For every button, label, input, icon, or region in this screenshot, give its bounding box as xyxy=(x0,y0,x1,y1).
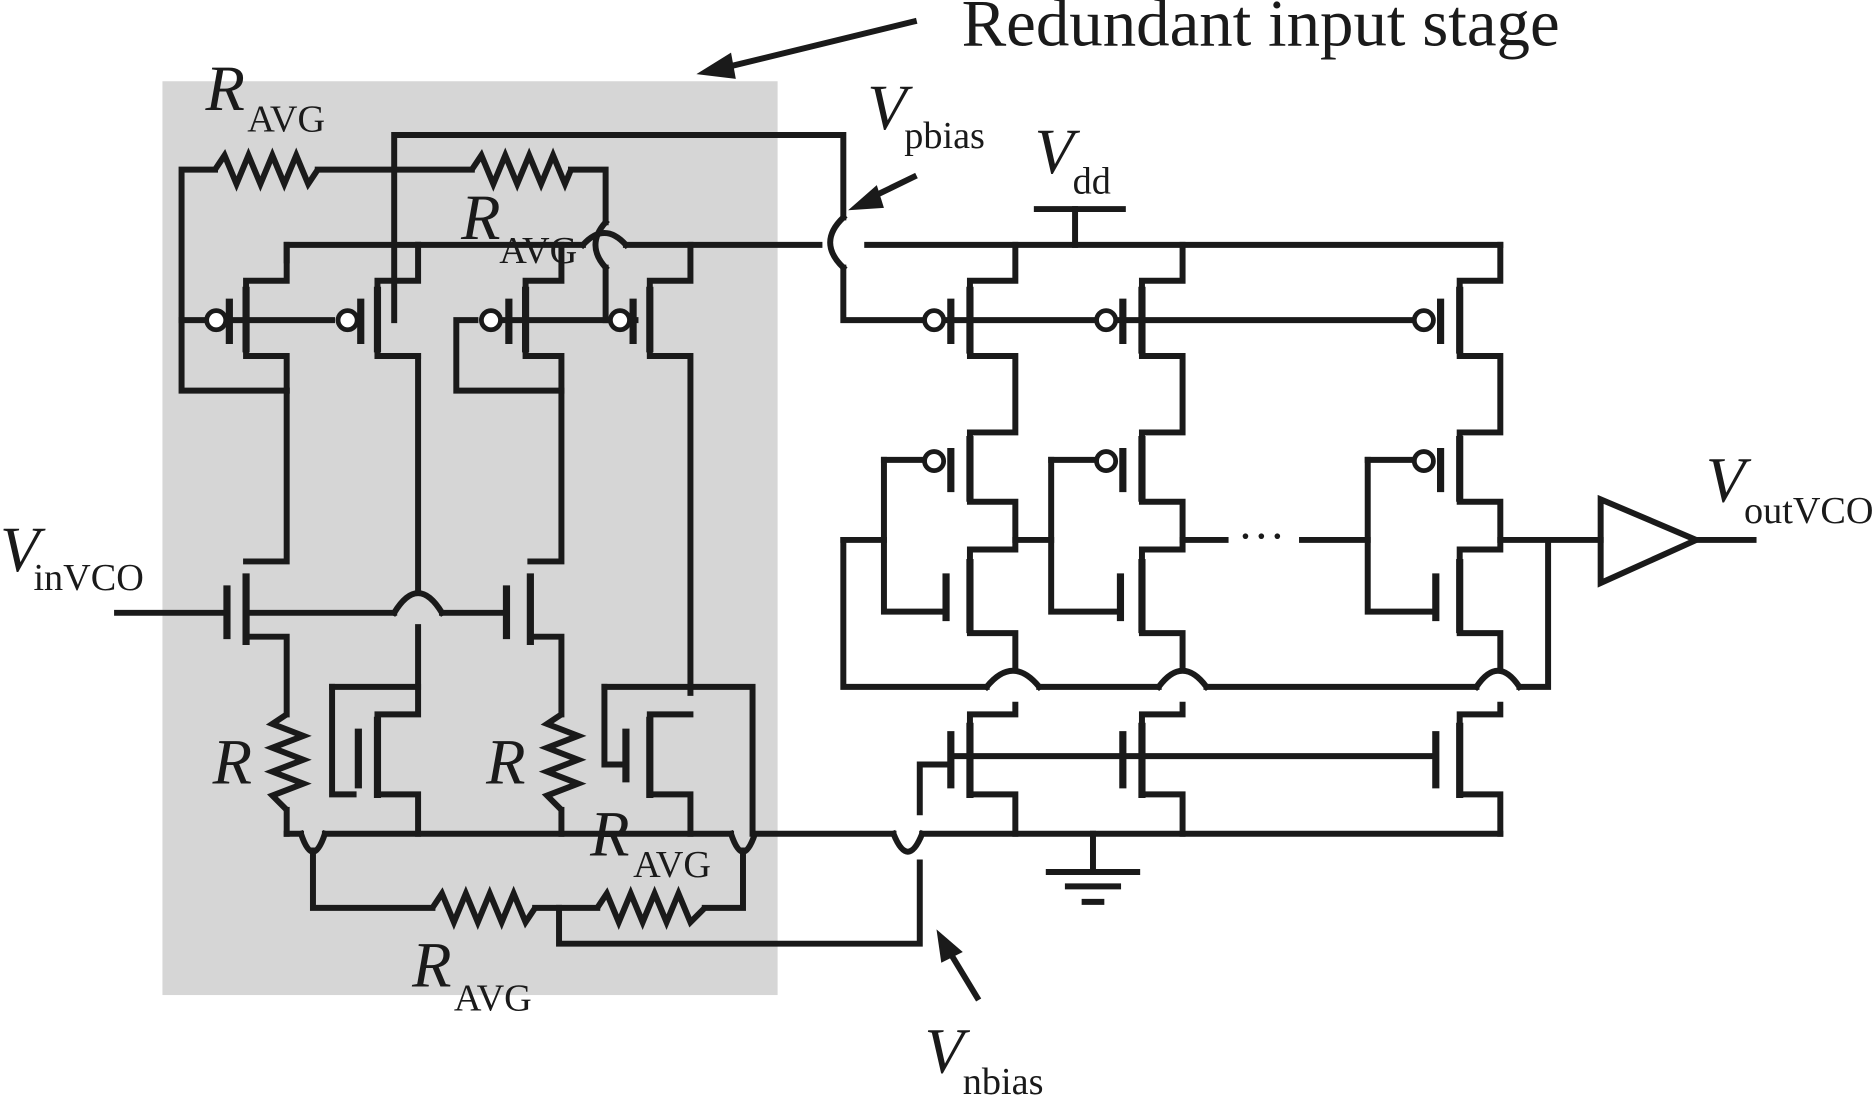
r-avg-bottom-left xyxy=(429,885,538,930)
label-ellipsis: ··· xyxy=(1238,510,1286,563)
r-avg-top-right xyxy=(469,147,574,192)
label-vdd-sub: dd xyxy=(1073,161,1111,203)
label-ravg-bottom: R xyxy=(411,930,451,1001)
label-vpbias: V xyxy=(867,72,913,143)
label-r-left: R xyxy=(212,727,252,798)
label-vin: V xyxy=(0,514,46,585)
redundant-input-stage-box xyxy=(162,81,778,996)
label-vnbias-sub: nbias xyxy=(963,1061,1044,1099)
label-ravg-top-left: R xyxy=(204,53,244,124)
label-vout: V xyxy=(1706,445,1752,516)
input-nmos-gates xyxy=(223,573,654,798)
title-arrow xyxy=(696,17,918,79)
label-vnbias: V xyxy=(925,1016,971,1087)
r-right xyxy=(538,711,587,813)
ring-transistor-gates xyxy=(922,286,1464,798)
label-ravg-bottom-mid-sub: AVG xyxy=(633,844,711,886)
label-ravg-bottom-sub: AVG xyxy=(454,978,532,1020)
ring-oscillator-wiring xyxy=(840,206,1757,905)
label-vpbias-sub: pbias xyxy=(904,115,985,157)
r-avg-top-left xyxy=(212,147,321,192)
label-ravg-top-left-sub: AVG xyxy=(247,98,325,140)
input-stage-wiring xyxy=(114,132,1504,947)
label-ravg-top-mid: R xyxy=(460,182,500,253)
resistors xyxy=(212,147,848,930)
r-left xyxy=(264,711,312,813)
input-pmos-gates xyxy=(204,286,654,353)
label-vout-sub: outVCO xyxy=(1744,490,1873,532)
label-vin-sub: inVCO xyxy=(33,557,143,599)
label-r-right: R xyxy=(485,727,525,798)
redundant-input-stage-title: Redundant input stage xyxy=(962,0,1560,60)
label-ravg-top-mid-sub: AVG xyxy=(499,230,577,272)
bias-arrows xyxy=(848,172,982,1002)
label-ravg-bottom-mid: R xyxy=(589,798,629,869)
label-vdd: V xyxy=(1034,116,1080,187)
r-avg-bottom-right xyxy=(594,885,707,930)
